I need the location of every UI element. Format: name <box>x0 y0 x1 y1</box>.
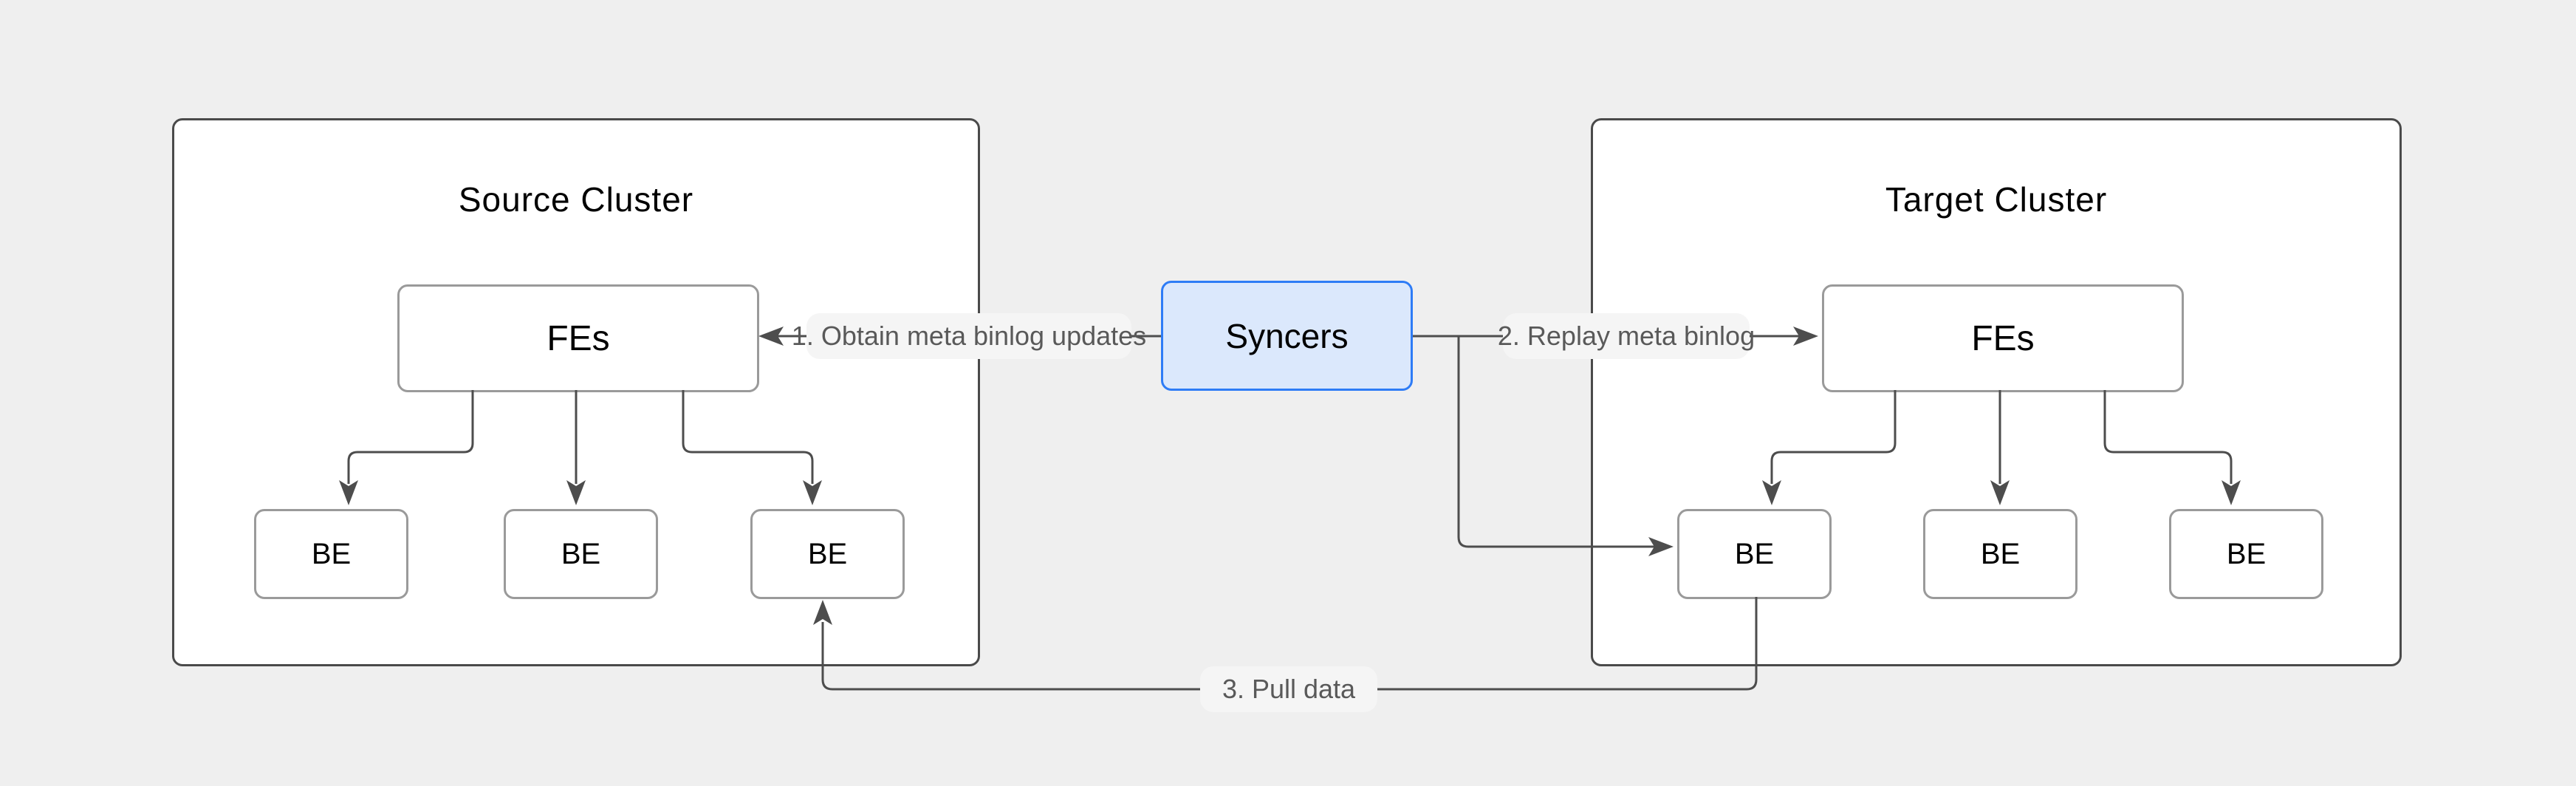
edge-label-step3: 3. Pull data <box>1200 666 1377 712</box>
target-be-label-3: BE <box>2226 537 2267 570</box>
target-fe-node: FEs <box>1822 284 2184 392</box>
source-be-label-3: BE <box>807 537 848 570</box>
source-cluster-title: Source Cluster <box>458 180 694 219</box>
source-fe-label: FEs <box>547 318 610 358</box>
target-be-label-1: BE <box>1734 537 1775 570</box>
syncers-node: Syncers <box>1161 281 1413 391</box>
source-be-node-2: BE <box>504 509 658 599</box>
target-fe-label: FEs <box>1971 318 2035 358</box>
edge-label-step3-text: 3. Pull data <box>1222 674 1356 704</box>
source-be-label-1: BE <box>311 537 352 570</box>
target-be-label-2: BE <box>1980 537 2021 570</box>
source-fe-node: FEs <box>397 284 759 392</box>
target-be-node-1: BE <box>1677 509 1832 599</box>
edge-label-step2-text: 2. Replay meta binlog <box>1497 321 1755 351</box>
edge-label-step1: 1. Obtain meta binlog updates <box>792 313 1146 359</box>
source-cluster-box: Source Cluster FEs BE BE BE <box>172 118 980 666</box>
syncers-label: Syncers <box>1225 316 1349 355</box>
target-cluster-title: Target Cluster <box>1885 180 2108 219</box>
source-be-label-2: BE <box>561 537 601 570</box>
target-be-node-3: BE <box>2169 509 2323 599</box>
target-cluster-box: Target Cluster FEs BE BE BE <box>1591 118 2402 666</box>
source-be-node-1: BE <box>254 509 408 599</box>
edge-label-step2: 2. Replay meta binlog <box>1498 313 1755 359</box>
source-be-node-3: BE <box>750 509 905 599</box>
edge-label-step1-text: 1. Obtain meta binlog updates <box>791 321 1147 351</box>
target-be-node-2: BE <box>1923 509 2077 599</box>
